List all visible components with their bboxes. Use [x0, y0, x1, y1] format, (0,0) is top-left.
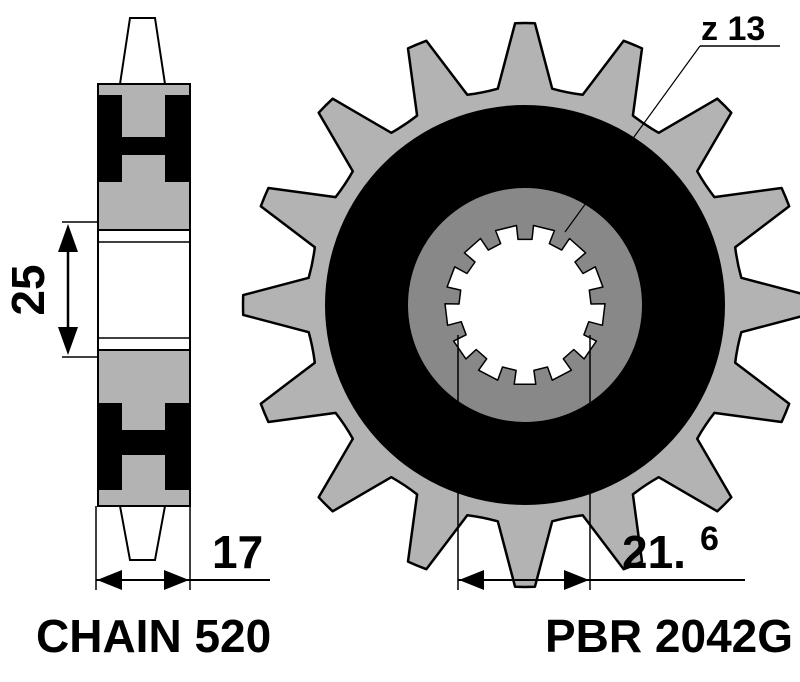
side-bore-band: [97, 229, 191, 351]
side-lower-h-mark: [98, 403, 190, 490]
thickness-dimension: [95, 506, 270, 590]
teeth-count-label: z 13: [701, 10, 765, 48]
part-number-label: PBR 2042G: [545, 610, 793, 662]
side-view: [97, 17, 191, 561]
side-tooth-top: [118, 17, 167, 85]
bore-height-dimension: [58, 221, 98, 358]
thickness-label: 17: [212, 526, 263, 578]
spline-width-sup: 6: [700, 520, 719, 558]
spline-width-label: 21.: [622, 526, 686, 578]
side-tooth-bottom: [118, 505, 167, 561]
teeth-leader-line: [564, 45, 701, 233]
front-view: [241, 21, 800, 589]
spline-bore: [444, 224, 606, 386]
bore-height-label: 25: [2, 264, 54, 315]
chain-label: CHAIN 520: [36, 610, 271, 662]
spline-width-dimension: [457, 335, 745, 590]
side-upper-h-mark: [98, 95, 190, 182]
